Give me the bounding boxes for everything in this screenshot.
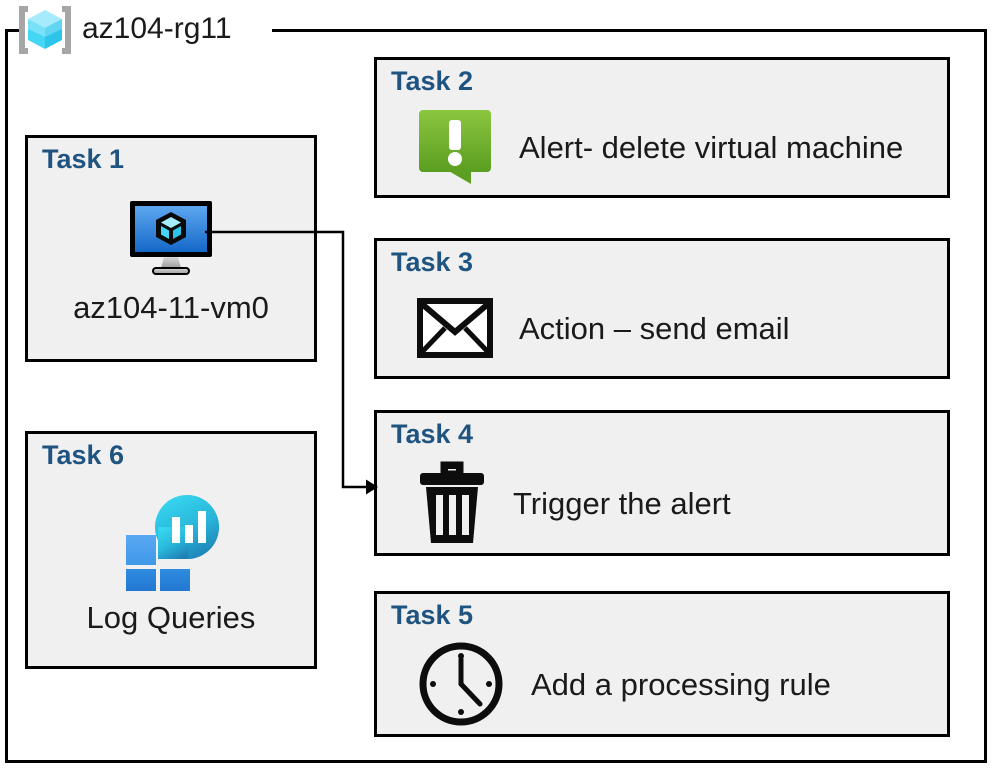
task3-row: Action – send email [417,288,790,368]
resource-group-border-top-right [272,29,987,32]
task6-title: Task 6 [42,440,125,470]
task1-caption: az104-11-vm0 [73,290,269,325]
task4-title: Task 4 [391,419,474,449]
task3-caption: Action – send email [519,310,790,346]
task4-card[interactable]: Task 4 Trigger the alert [374,410,950,556]
task2-caption: Alert- delete virtual machine [519,129,904,165]
log-analytics-icon [126,495,219,591]
task5-row: Add a processing rule [417,640,831,728]
resource-group-name: az104-rg11 [82,11,232,45]
task5-card[interactable]: Task 5 Add a processing rule [374,591,950,737]
clock-icon [419,642,503,726]
task6-caption: Log Queries [86,600,256,635]
task4-row: Trigger the alert [417,461,731,545]
alert-bubble-icon [419,110,491,184]
task4-caption: Trigger the alert [513,485,731,521]
task1-icon-slot [28,194,314,280]
resource-group-border-top-left [5,29,19,32]
task6-card[interactable]: Task 6 [25,431,317,669]
task2-card[interactable]: Task 2 Alert- delete virtual machine [374,57,950,198]
task6-icon-slot [28,486,314,596]
trash-can-icon [420,461,484,543]
resource-group-container [5,29,987,763]
task5-caption: Add a processing rule [531,666,831,702]
task2-title: Task 2 [391,66,474,96]
task1-title: Task 1 [42,144,125,174]
task5-title: Task 5 [391,600,474,630]
task3-card[interactable]: Task 3 Action – send email [374,238,950,379]
envelope-icon [417,298,493,358]
resource-group-cube-icon [19,6,71,54]
virtual-machine-icon [130,201,212,275]
task3-title: Task 3 [391,247,474,277]
task2-row: Alert- delete virtual machine [417,107,903,187]
resource-group-label: az104-rg11 [14,2,232,58]
task1-card[interactable]: Task 1 [25,135,317,362]
